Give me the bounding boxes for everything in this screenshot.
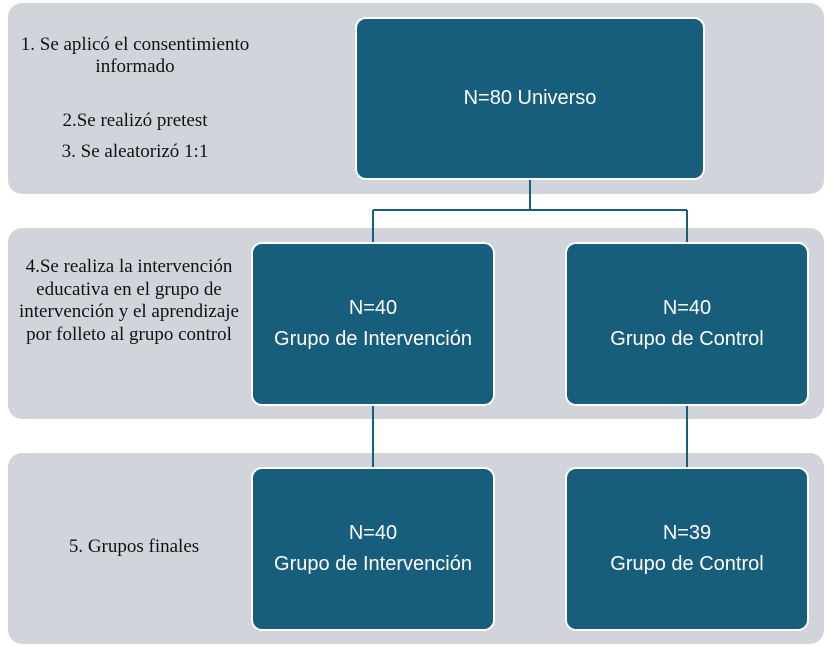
control-initial-count: N=40 (662, 297, 712, 319)
intervention-initial-count: N=40 (348, 297, 398, 319)
control-group-final-node: N=39 Grupo de Control (565, 467, 809, 631)
control-group-initial-node: N=40 Grupo de Control (565, 242, 809, 406)
intervention-group-initial-node: N=40 Grupo de Intervención (251, 242, 495, 406)
universe-label: N=80 Universo (463, 87, 597, 109)
intervention-group-final-node: N=40 Grupo de Intervención (251, 467, 495, 631)
step-consent-text: 1. Se aplicó el consentimiento informado (20, 34, 250, 77)
step-intervention-text: 4.Se realiza la intervención educativa e… (19, 256, 239, 345)
intervention-final-label: Grupo de Intervención (274, 553, 472, 575)
control-final-count: N=39 (662, 522, 712, 544)
universe-node: N=80 Universo (355, 17, 705, 180)
step-pretest-text: 2.Se realizó pretest (62, 110, 208, 131)
intervention-initial-label: Grupo de Intervención (274, 328, 472, 350)
step-final-groups-text: 5. Grupos finales (68, 536, 200, 557)
intervention-final-count: N=40 (348, 522, 398, 544)
step-randomization-text: 3. Se aleatorizó 1:1 (61, 141, 209, 162)
control-initial-label: Grupo de Control (610, 328, 764, 350)
control-final-label: Grupo de Control (610, 553, 764, 575)
